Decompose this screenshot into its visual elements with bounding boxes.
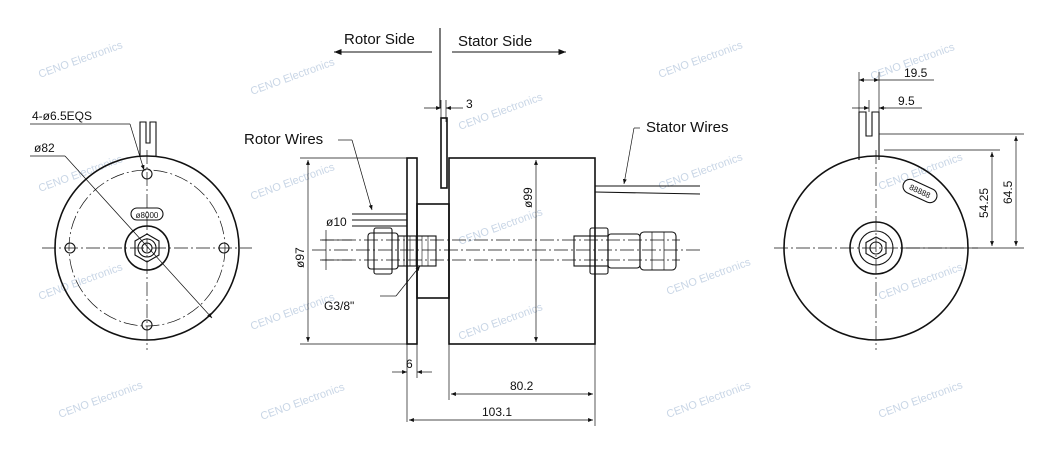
stator-fitting-end bbox=[639, 231, 677, 271]
back-view: 88888 19.5 9.5 54.25 64.5 bbox=[774, 66, 1024, 350]
stator-wires-leader-arrow bbox=[622, 127, 635, 185]
watermark-text: CENO Electronics bbox=[657, 151, 745, 193]
back-tag bbox=[902, 178, 938, 204]
watermark-text: CENO Electronics bbox=[249, 56, 337, 98]
front-bore bbox=[137, 238, 157, 258]
watermark-text: CENO Electronics bbox=[657, 39, 745, 81]
front-bore-inner bbox=[141, 242, 153, 254]
rotor-fitting-nut bbox=[373, 227, 393, 275]
stator-wires-label: Stator Wires bbox=[646, 119, 729, 136]
front-tag-label: ø8000 bbox=[136, 211, 159, 220]
dim-103-1: 103.1 bbox=[482, 405, 512, 419]
thread-leader-arrow bbox=[395, 265, 421, 297]
dim-19-5: 19.5 bbox=[904, 66, 928, 80]
mount-hole bbox=[141, 319, 153, 331]
dim-3: 3 bbox=[466, 97, 473, 111]
mount-hole bbox=[141, 168, 153, 180]
back-hex-nut bbox=[865, 236, 887, 260]
watermark-text: CENO Electronics bbox=[877, 261, 965, 303]
back-tag-label: 88888 bbox=[908, 183, 932, 201]
back-wire-outlet bbox=[858, 111, 880, 160]
watermark-text: CENO Electronics bbox=[665, 256, 753, 298]
watermark-text: CENO Electronics bbox=[57, 379, 145, 421]
watermark-text: CENO Electronics bbox=[259, 381, 347, 423]
mount-hole bbox=[64, 242, 76, 254]
holes-leader-arrow bbox=[129, 123, 145, 171]
mount-hole bbox=[218, 242, 230, 254]
dim-d97: ø97 bbox=[293, 247, 307, 268]
front-diameter-label: ø82 bbox=[34, 141, 55, 155]
rotor-wires-label: Rotor Wires bbox=[244, 131, 323, 148]
dim-6: 6 bbox=[406, 357, 413, 371]
stator-fitting-body bbox=[607, 233, 641, 269]
front-tag bbox=[130, 207, 164, 221]
dim-80-2: 80.2 bbox=[510, 379, 534, 393]
rotor-hub bbox=[416, 203, 450, 299]
watermark-text: CENO Electronics bbox=[665, 379, 753, 421]
watermark-text: CENO Electronics bbox=[249, 161, 337, 203]
watermark-text: CENO Electronics bbox=[37, 39, 125, 81]
watermark-text: CENO Electronics bbox=[877, 379, 965, 421]
rotor-side-label: Rotor Side bbox=[344, 31, 415, 48]
front-hex-nut bbox=[134, 233, 160, 263]
back-bore bbox=[869, 241, 883, 255]
dim-54-25: 54.25 bbox=[977, 188, 991, 218]
rotor-fitting bbox=[367, 232, 399, 270]
holes-label: 4-ø6.5EQS bbox=[32, 109, 92, 123]
stator-wire bbox=[594, 191, 701, 195]
watermark-text: CENO Electronics bbox=[37, 261, 125, 303]
stator-tab bbox=[440, 117, 448, 189]
thread-label: G3/8" bbox=[324, 299, 354, 313]
dim-64-5: 64.5 bbox=[1001, 180, 1015, 204]
dim-d10: ø10 bbox=[326, 215, 347, 229]
thread-hatching bbox=[403, 236, 429, 266]
diameter-leader-arrow bbox=[64, 155, 213, 319]
back-hub-ring bbox=[858, 230, 894, 266]
stator-side-label: Stator Side bbox=[458, 33, 532, 50]
watermarks: CENO Electronics CENO Electronics CENO E… bbox=[37, 39, 965, 423]
watermark-text: CENO Electronics bbox=[457, 301, 545, 343]
rotor-wires-leader-arrow bbox=[351, 139, 373, 211]
rotor-flange bbox=[406, 157, 418, 345]
stator-fitting-thread bbox=[573, 235, 609, 267]
dim-d99: ø99 bbox=[521, 187, 535, 208]
front-hub bbox=[124, 225, 170, 271]
watermark-text: CENO Electronics bbox=[457, 206, 545, 248]
side-view: Rotor Side Stator Side 3 bbox=[244, 28, 729, 426]
stator-fitting-nut bbox=[589, 227, 609, 275]
dim-9-5: 9.5 bbox=[898, 94, 915, 108]
front-view: ø8000 4-ø6.5EQS ø82 bbox=[30, 109, 252, 350]
front-wire-outlet bbox=[139, 121, 157, 157]
